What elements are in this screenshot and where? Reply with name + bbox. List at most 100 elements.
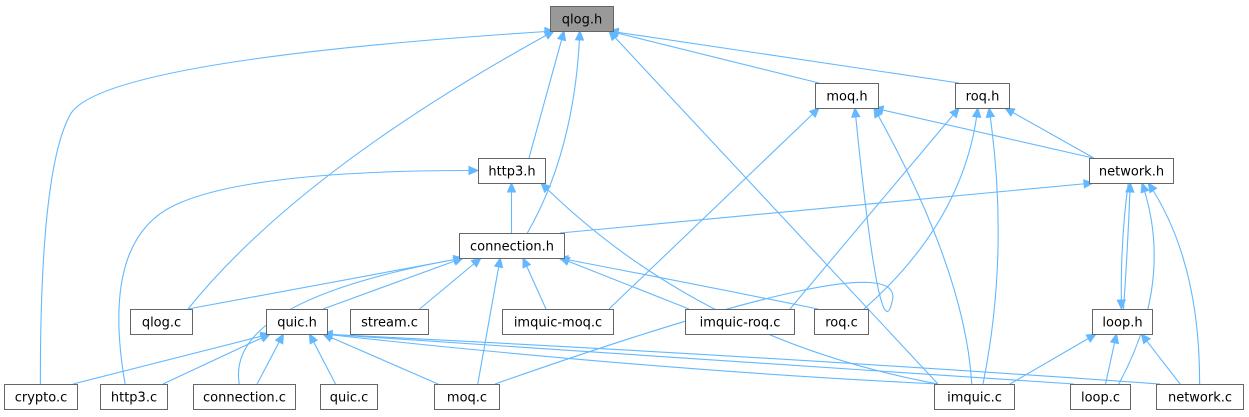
node-box [130,309,193,335]
node-box [350,309,429,335]
edge-quic_h-to-connection_h [322,257,464,310]
edge-moq_c-to-connection_h [477,257,501,385]
edge-imquic_roq_c-to-connection_h [559,257,690,310]
arrowhead-crypto_c-to-qlog_h [544,26,556,37]
node-label: imquic.c [947,391,1002,406]
arrowhead-network_h-to-loop_h [1116,299,1127,311]
node-box [1089,158,1174,184]
arrowhead-network_h-to-roq_h [1003,107,1016,117]
node-roq-c[interactable]: roq.c [814,309,869,335]
edge-loop_h-to-network_h [1122,182,1131,310]
node-label: roq.c [825,316,858,331]
node-label: connection.c [203,391,286,406]
node-loop-c[interactable]: loop.c [1070,384,1131,410]
edge-loop_c-to-quic_h [322,333,1075,385]
edge-crypto_c-to-qlog_h [39,30,555,385]
arrowhead-roq_c-to-roq_h [971,106,982,118]
edge-roq_c-to-roq_h [863,107,979,310]
node-moq-c[interactable]: moq.c [434,384,500,410]
arrowhead-http3_h-to-qlog_h [556,29,567,42]
edge-network_c-to-loop_h [1140,333,1181,385]
node-imquic-c[interactable]: imquic.c [934,384,1015,410]
node-crypto-c[interactable]: crypto.c [4,384,78,410]
node-label: imquic-moq.c [514,316,602,331]
arrowhead-loop_c-to-loop_h [1109,332,1120,345]
node-box [1156,384,1244,410]
edge-imquic_roq_c-to-roq_h [789,107,960,310]
edge-network_h-to-roq_h [1004,107,1095,159]
node-quic-c[interactable]: quic.c [320,384,378,410]
node-quic-h[interactable]: quic.h [266,309,328,335]
edge-moq_h-to-qlog_h [608,30,820,84]
edge-roq_c-to-connection_h [558,257,819,310]
edge-http3_c-to-http3_h [118,169,479,385]
node-stream-c[interactable]: stream.c [350,309,429,335]
arrowhead-imquic_moq_c-to-connection_h [522,256,532,269]
node-box [550,6,614,32]
arrowhead-imquic_c-to-moq_h [873,106,883,119]
arrowhead-imquic_moq_c-to-moq_h [808,107,820,119]
node-box [955,83,1010,109]
node-moq-h[interactable]: moq.h [815,83,879,109]
arrowhead-moq_c-to-moq_h [851,106,861,118]
node-connection-c[interactable]: connection.c [193,384,296,410]
node-box [685,309,795,335]
node-roq-h[interactable]: roq.h [955,83,1010,109]
node-label: quic.h [277,316,317,331]
node-box [814,309,869,335]
node-label: http3.c [111,391,157,406]
node-label: network.h [1099,165,1164,180]
node-label: network.c [1168,391,1232,406]
node-network-c[interactable]: network.c [1156,384,1244,410]
edge-imquic_c-to-moq_h [873,107,973,385]
arrowhead-quic_c-to-quic_h [308,332,319,345]
node-box [4,384,78,410]
node-label: stream.c [361,316,418,331]
edge-imquic_c-to-roq_h [982,107,999,385]
edge-network_c-to-network_h [1147,182,1201,385]
edge-imquic_c-to-quic_h [322,333,939,385]
arrowhead-http3_c-to-quic_h [259,333,272,343]
node-imquic-moq-c[interactable]: imquic-moq.c [502,309,614,335]
arrowhead-connection_h-to-http3_h [506,181,517,193]
node-http3-h[interactable]: http3.h [478,158,546,184]
node-label: moq.c [447,391,487,406]
node-box [1070,384,1131,410]
edge-layer [39,26,1201,385]
node-label: roq.h [966,90,1000,105]
arrowhead-connection_c-to-quic_h [274,332,284,345]
node-label: loop.c [1081,391,1120,406]
arrowhead-stream_c-to-connection_h [470,257,482,268]
node-box [934,384,1015,410]
edge-roq_h-to-qlog_h [608,30,960,84]
node-qlog-h[interactable]: qlog.h [550,6,614,32]
node-imquic-roq-c[interactable]: imquic-roq.c [685,309,795,335]
edge-loop_c-to-network_h [1118,182,1155,385]
node-http3-c[interactable]: http3.c [100,384,168,410]
node-label: qlog.c [142,316,181,331]
node-label: http3.h [488,165,535,180]
node-box [1092,309,1153,335]
edge-qlog_c-to-qlog_h [187,30,555,310]
arrowhead-connection_h-to-qlog_h [574,29,585,41]
node-box [320,384,378,410]
node-qlog-c[interactable]: qlog.c [130,309,193,335]
arrowhead-loop_c-to-network_h [1140,181,1150,194]
edge-crypto_c-to-quic_h [72,333,271,385]
node-box [193,384,296,410]
node-box [815,83,879,109]
node-label: moq.h [826,90,867,105]
node-connection-h[interactable]: connection.h [459,233,565,259]
edge-connection_h-to-qlog_h [526,30,581,234]
edge-network_h-to-moq_h [873,107,1094,159]
node-loop-h[interactable]: loop.h [1092,309,1153,335]
node-box [502,309,614,335]
edge-connection_h-to-network_h [559,182,1094,234]
arrowhead-imquic_c-to-roq_h [985,106,996,119]
node-box [266,309,328,335]
node-label: crypto.c [15,391,68,406]
node-box [478,158,546,184]
node-network-h[interactable]: network.h [1089,158,1174,184]
